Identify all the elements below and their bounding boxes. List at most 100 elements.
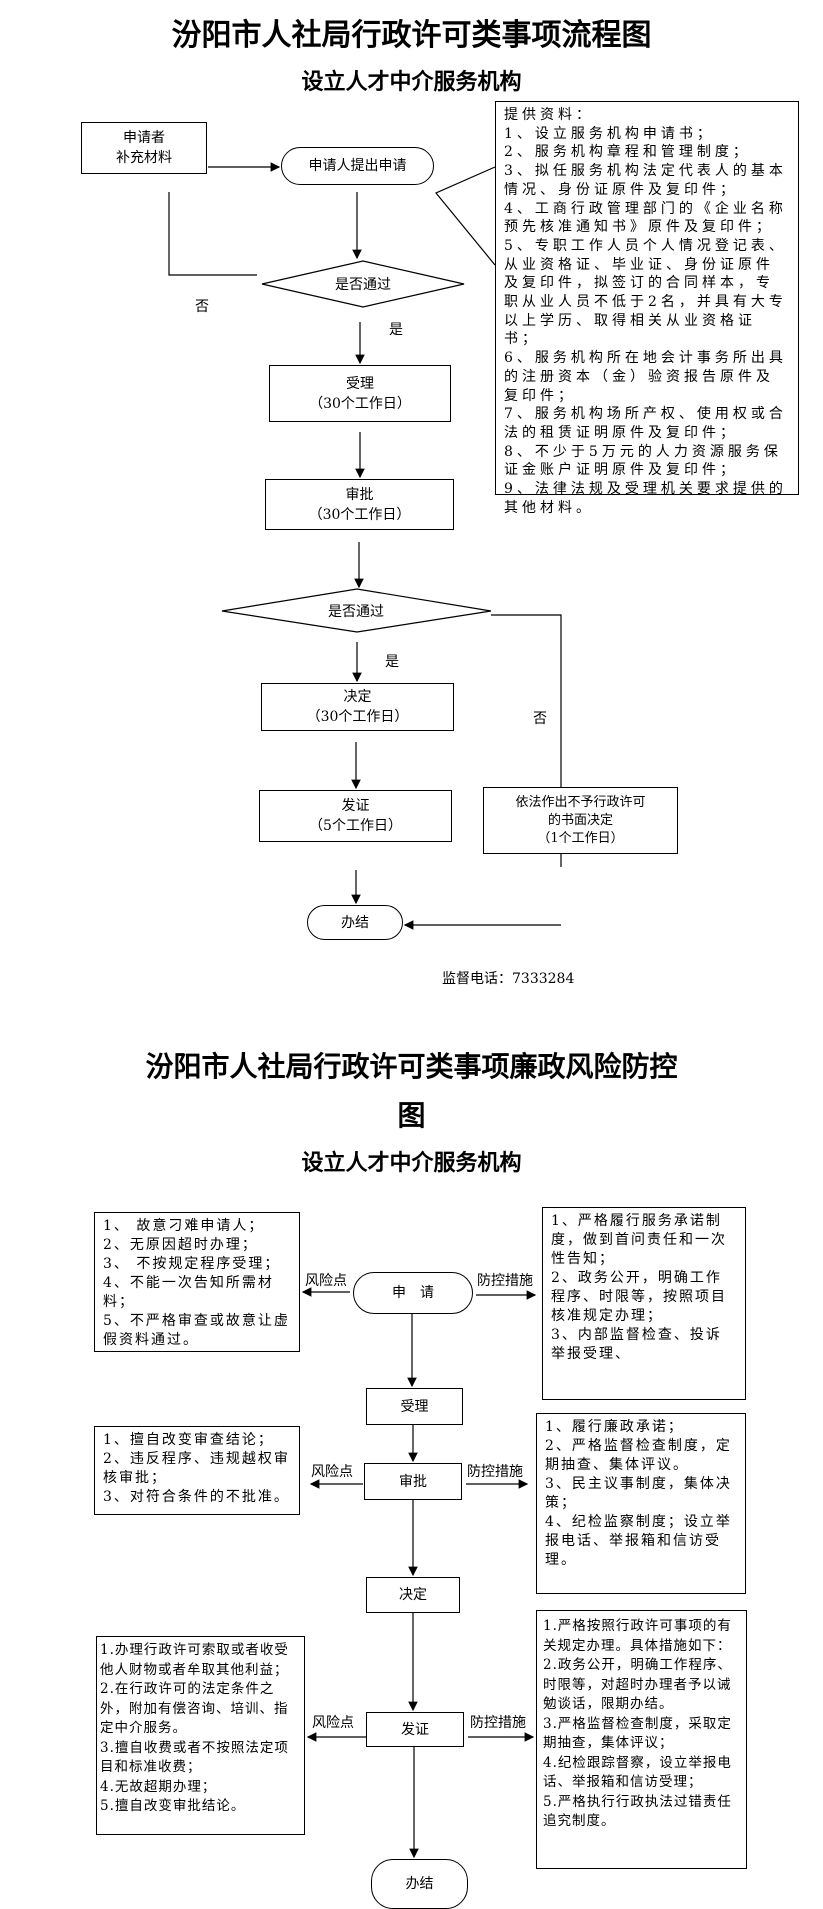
box-line: 受理: [400, 1398, 429, 1415]
control-item: 5.严格执行行政执法过错责任追究制度。: [543, 1793, 732, 1830]
accept-box-2: 受理: [366, 1388, 463, 1425]
box-line: 发证: [401, 1721, 429, 1738]
control-item: 2、严格监督检查制度，定期抽查、集体评议。: [545, 1438, 732, 1473]
box-line: 的书面决定: [547, 812, 613, 828]
risk-box-approve: 1、擅自改变审查结论； 2、违反程序、违规越权审核审批； 3、对符合条件的不批准…: [94, 1426, 300, 1515]
pill-label: 申 请: [392, 1285, 434, 1301]
materials-item: 6、服务机构所在地会计事务所出具的注册资本（金）验资报告原件及复印件；: [504, 350, 787, 404]
box-line: 决定: [343, 689, 372, 705]
box-line: 受理: [346, 375, 374, 392]
box-line: （30个工作日）: [308, 506, 411, 523]
box-line: 依法作出不予行政许可: [515, 794, 646, 810]
decide-box: 决定 （30个工作日）: [261, 683, 454, 731]
risk-item: 2.在行政许可的法定条件之外，附加有偿咨询、培训、指定中介服务。: [100, 1681, 289, 1736]
apply-pill-2: 申 请: [353, 1272, 473, 1314]
materials-item: 9、法律法规及受理机关要求提供的其他材料。: [504, 481, 787, 516]
decision1-diamond: [261, 260, 465, 308]
control-item: 4、纪检监察制度；设立举报电话、举报箱和信访受理。: [545, 1514, 732, 1568]
page-subtitle: 设立人才中介服务机构: [301, 70, 522, 95]
decision2-label: 是否通过: [328, 604, 384, 620]
materials-item: 3、拟任服务机构法定代表人的基本情况、身份证原件及复印件；: [504, 163, 787, 198]
yes-label-1: 是: [389, 322, 403, 338]
risk-box-issue: 1.办理行政许可索取或者收受他人财物或者牟取其他利益； 2.在行政许可的法定条件…: [96, 1636, 305, 1835]
pill-label: 办结: [405, 1876, 434, 1892]
decide-box-2: 决定: [366, 1577, 460, 1613]
approve-box: 审批 （30个工作日）: [265, 479, 454, 530]
decision1-label: 是否通过: [335, 277, 391, 293]
apply-pill: 申请人提出申请: [281, 147, 434, 185]
issue-box-2: 发证: [366, 1712, 464, 1747]
risk-label-approve: 风险点: [311, 1464, 353, 1480]
risk-item: 5.擅自改变审批结论。: [100, 1798, 246, 1814]
risk-item: 2、无原因超时办理；: [103, 1237, 258, 1253]
done-pill-2: 办结: [371, 1859, 468, 1909]
no-label-2: 否: [533, 711, 547, 727]
risk-chart-subtitle: 设立人才中介服务机构: [301, 1151, 522, 1176]
approve-box-2: 审批: [364, 1463, 462, 1500]
control-item: 1、严格履行服务承诺制度，做到首问责任和一次性告知；: [551, 1213, 727, 1267]
risk-item: 3.擅自收费或者不按照法定项目和标准收费；: [100, 1739, 289, 1776]
risk-label-apply: 风险点: [305, 1273, 347, 1289]
control-item: 1、履行廉政承诺；: [545, 1419, 684, 1435]
risk-chart-title-line2: 图: [397, 1099, 426, 1132]
control-item: 2、政务公开，明确工作程序、时限等，按照项目核准规定办理；: [551, 1270, 727, 1324]
control-box-issue: 1.严格按照行政许可事项的有关规定办理。具体措施如下： 2.政务公开，明确工作程…: [536, 1610, 747, 1869]
accept-box: 受理 （30个工作日）: [269, 365, 451, 422]
box-line: 发证: [341, 798, 370, 814]
materials-item: 5、专职工作人员个人情况登记表、从业资格证、毕业证、身份证原件及复印件，拟签订的…: [504, 237, 787, 348]
risk-item: 3、 不按规定程序受理；: [103, 1256, 281, 1272]
control-item: 3.严格监督检查制度，采取定期抽查，集体评议；: [543, 1715, 732, 1752]
risk-item: 5、不严格审查或故意让虚假资料通过。: [103, 1313, 290, 1348]
issue-box: 发证 （5个工作日）: [259, 790, 452, 842]
reject-decision-box: 依法作出不予行政许可 的书面决定 （1个工作日）: [483, 787, 678, 854]
risk-item: 4.无故超期办理；: [100, 1778, 217, 1795]
box-line: （30个工作日）: [309, 395, 411, 412]
control-label-apply: 防控措施: [477, 1273, 533, 1289]
no-line-2: [491, 614, 562, 787]
control-item: 2.政务公开，明确工作程序、时限等，对超时办理者予以诫勉谈话，限期办结。: [543, 1657, 732, 1712]
pill-label: 办结: [341, 914, 369, 931]
pill-label: 申请人提出申请: [308, 158, 407, 174]
risk-item: 4、不能一次告知所需材料；: [103, 1275, 274, 1310]
risk-item: 1.办理行政许可索取或者收受他人财物或者牟取其他利益；: [100, 1642, 289, 1678]
box-line: 审批: [399, 1473, 427, 1490]
control-item: 1.严格按照行政许可事项的有关规定办理。具体措施如下：: [543, 1618, 732, 1654]
control-item: 3、内部监督检查、投诉举报受理、: [551, 1327, 722, 1362]
applicant-supplement-box: 申请者 补充材料: [81, 122, 207, 174]
box-line: 审批: [345, 486, 374, 503]
risk-item: 1、 故意刁难申请人；: [103, 1218, 265, 1234]
no-loop-1: [168, 192, 257, 276]
no-label-1: 否: [195, 299, 209, 315]
control-box-approve: 1、履行廉政承诺； 2、严格监督检查制度，定期抽查、集体评议。 3、民主议事制度…: [536, 1413, 746, 1594]
control-box-apply: 1、严格履行服务承诺制度，做到首问责任和一次性告知； 2、政务公开，明确工作程序…: [542, 1207, 746, 1400]
decision2-diamond: [221, 588, 492, 633]
control-label-approve: 防控措施: [467, 1464, 523, 1480]
risk-item: 2、违反程序、违规越权审核审批；: [103, 1451, 290, 1486]
box-line: （1个工作日）: [537, 830, 624, 846]
yes-label-2: 是: [385, 654, 399, 670]
control-label-issue: 防控措施: [470, 1715, 526, 1731]
box-line: 决定: [399, 1587, 427, 1603]
box-line: 补充材料: [116, 150, 172, 166]
page-title: 汾阳市人社局行政许可类事项流程图: [171, 18, 652, 53]
callout-materials: [435, 166, 496, 266]
box-line: （30个工作日）: [306, 709, 409, 725]
materials-item: 7、服务机构场所产权、使用权或合法的租赁证明原件及复印件；: [504, 406, 787, 441]
risk-item: 3、对符合条件的不批准。: [103, 1489, 290, 1505]
risk-label-issue: 风险点: [312, 1715, 354, 1731]
materials-item: 4、工商行政管理部门的《企业名称预先核准通知书》原件及复印件；: [504, 200, 787, 236]
risk-box-apply: 1、 故意刁难申请人； 2、无原因超时办理； 3、 不按规定程序受理； 4、不能…: [94, 1212, 300, 1352]
materials-item: 2、服务机构章程和管理制度；: [504, 144, 751, 161]
risk-item: 1、擅自改变审查结论；: [103, 1432, 274, 1448]
materials-heading: 提供资料：: [504, 107, 594, 123]
materials-item: 8、不少于5万元的人力资源服务保证金账户证明原件及复印件；: [504, 443, 782, 479]
materials-box: 提供资料： 1、设立服务机构申请书； 2、服务机构章程和管理制度； 3、拟任服务…: [495, 101, 799, 516]
box-line: 申请者: [123, 130, 165, 146]
done-pill: 办结: [307, 905, 403, 940]
hotline-text: 监督电话：7333284: [442, 971, 575, 987]
materials-item: 1、设立服务机构申请书；: [504, 125, 715, 142]
control-item: 4.纪检跟踪督察，设立举报电话、举报箱和信访受理；: [543, 1754, 732, 1791]
control-item: 3、民主议事制度，集体决策；: [545, 1476, 732, 1511]
box-line: （5个工作日）: [309, 818, 402, 834]
